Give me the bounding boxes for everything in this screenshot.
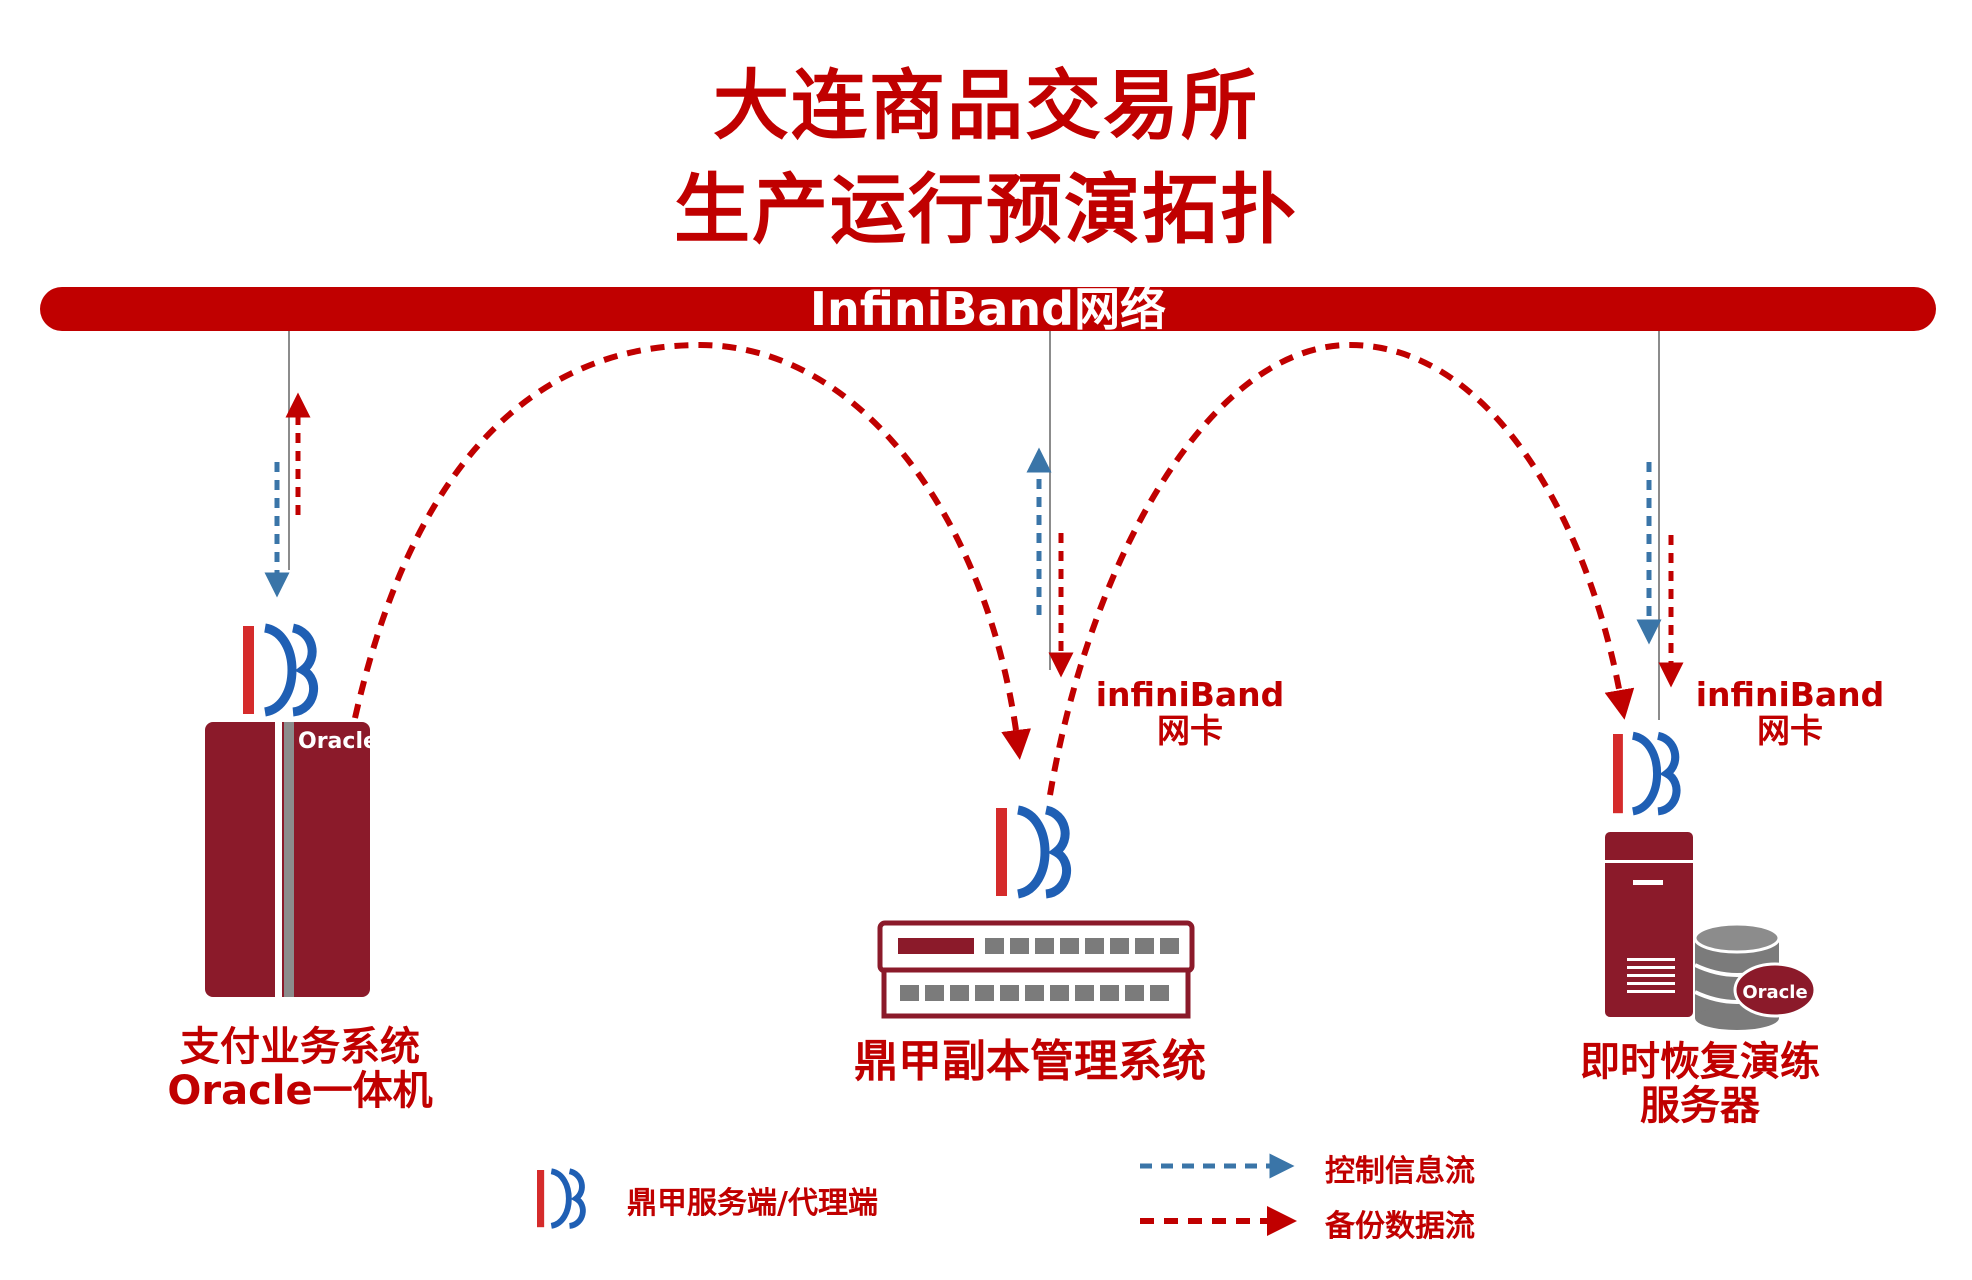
recovery-nic-line1: infiniBand — [1695, 675, 1885, 714]
network-label: InfiniBand网络 — [809, 282, 1167, 336]
legend-db-logo — [537, 1170, 583, 1227]
appliance-port — [985, 938, 1004, 954]
infiniband-network-bus: InfiniBand网络 — [40, 282, 1936, 336]
appliance-port — [1025, 985, 1044, 1001]
appliance-port — [1050, 985, 1069, 1001]
appliance-ports-bottom — [900, 985, 1169, 1001]
appliance-port — [1150, 985, 1169, 1001]
oracle-db-tag: Oracle — [1742, 982, 1807, 1003]
recovery-label-line2: 服务器 — [1640, 1083, 1760, 1129]
recovery-server-icon — [1605, 832, 1693, 1017]
replica-nic-line1: infiniBand — [1095, 675, 1285, 714]
legend-logo-label: 鼎甲服务端/代理端 — [627, 1186, 878, 1221]
replica-to-recovery-backup-arc — [1047, 341, 1635, 796]
legend-control-flow-label: 控制信息流 — [1325, 1154, 1475, 1189]
oracle-rack-tag: Oracle — [298, 729, 378, 754]
replica-nic-line2: 网卡 — [1157, 711, 1223, 751]
page-title: 大连商品交易所 — [713, 61, 1259, 150]
appliance-port — [1035, 938, 1054, 954]
recovery-nic-line2: 网卡 — [1757, 711, 1823, 751]
page-subtitle: 生产运行预演拓扑 — [674, 165, 1298, 254]
recovery-label-line1: 即时恢复演练 — [1580, 1039, 1820, 1085]
legend-backup-flow-label: 备份数据流 — [1325, 1209, 1475, 1244]
appliance-port — [1000, 985, 1019, 1001]
payment-label-line2: Oracle一体机 — [167, 1068, 433, 1114]
appliance-port — [1135, 938, 1154, 954]
replica-nic-label: infiniBand 网卡 — [1090, 675, 1290, 751]
appliance-port — [1100, 985, 1119, 1001]
recovery-db-logo — [1613, 734, 1677, 813]
appliance-port — [975, 985, 994, 1001]
appliance-port — [1060, 938, 1079, 954]
appliance-port — [1160, 938, 1179, 954]
replica-appliance-icon — [877, 920, 1195, 1019]
appliance-ports-top — [985, 938, 1179, 954]
appliance-port — [1085, 938, 1104, 954]
appliance-port — [1010, 938, 1029, 954]
appliance-port — [1110, 938, 1129, 954]
appliance-port — [900, 985, 919, 1001]
replica-db-logo — [996, 808, 1067, 896]
payment-label-line1: 支付业务系统 — [180, 1024, 420, 1070]
payment-db-logo — [243, 626, 314, 714]
recovery-nic-label: infiniBand 网卡 — [1690, 675, 1890, 751]
appliance-port — [950, 985, 969, 1001]
recovery-server-label: 即时恢复演练 服务器 — [1520, 1040, 1880, 1128]
appliance-port — [925, 985, 944, 1001]
appliance-port — [1075, 985, 1094, 1001]
payment-system-label: 支付业务系统 Oracle一体机 — [110, 1025, 490, 1113]
payment-to-replica-backup-arc — [352, 341, 1032, 760]
oracle-rack-icon — [205, 722, 370, 997]
oracle-db-badge — [1733, 962, 1817, 1018]
appliance-port — [1125, 985, 1144, 1001]
replica-system-label: 鼎甲副本管理系统 — [854, 1036, 1206, 1087]
